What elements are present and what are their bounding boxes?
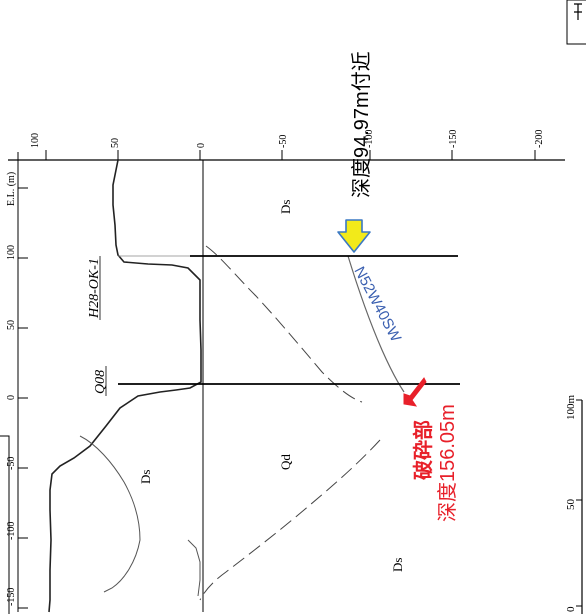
dashed-boundary-upper xyxy=(205,245,363,403)
left-tick-minus50: -50 xyxy=(6,457,17,470)
left-axis-ticks xyxy=(18,187,28,609)
scale-fifty: 50 xyxy=(565,499,577,511)
depth-near-label: 深度94.97m付近 xyxy=(350,51,373,198)
fault-trace xyxy=(347,255,405,393)
dashed-boundary-lower xyxy=(199,439,381,601)
ds-boundary-left xyxy=(79,435,141,593)
scale-bar-labels: 0 50 100m xyxy=(565,395,577,613)
depth-arrow-icon xyxy=(337,219,371,253)
left-legend-frame xyxy=(0,435,10,614)
unit-ds-left: Ds xyxy=(138,470,153,484)
top-tick-minus100: -100 xyxy=(364,130,375,148)
top-tick-minus50: -50 xyxy=(278,135,289,148)
top-axis-ticks xyxy=(45,150,536,160)
ground-surface-line xyxy=(48,159,202,613)
top-tick-50: 50 xyxy=(110,138,121,148)
top-tick-0: 0 xyxy=(196,143,207,148)
top-axis-labels: 100 50 0 -50 -100 -150 -200 xyxy=(30,130,545,148)
borehole-h28-label: H28-OK-1 xyxy=(87,258,102,319)
unit-ds-bottom: Ds xyxy=(390,558,405,572)
left-tick-100: 100 xyxy=(6,245,17,260)
unit-ds-top: Ds xyxy=(278,200,293,214)
ds-boundary-left-inner xyxy=(187,539,201,597)
fracture-arrow-icon xyxy=(403,377,427,407)
fracture-label: 破砕部 xyxy=(411,420,435,480)
left-tick-50: 50 xyxy=(6,320,17,330)
left-axis-labels: E.L. (m) 100 50 0 -50 -100 -150 xyxy=(6,172,17,606)
strike-dip-label: N52W40SW xyxy=(350,264,404,346)
right-legend-frame xyxy=(566,0,586,45)
scale-bar-ticks xyxy=(576,399,582,607)
left-tick-minus100: -100 xyxy=(6,522,17,540)
scale-zero: 0 xyxy=(565,606,577,612)
left-tick-0: 0 xyxy=(6,395,17,400)
unit-qd: Qd xyxy=(278,454,293,470)
top-tick-minus150: -150 xyxy=(448,130,459,148)
borehole-q08-label: Q08 xyxy=(93,370,108,394)
top-tick-minus200: -200 xyxy=(534,130,545,148)
top-tick-100: 100 xyxy=(30,133,41,148)
left-tick-minus150: -150 xyxy=(6,588,17,606)
left-axis-title: E.L. (m) xyxy=(6,172,17,206)
right-legend-mark xyxy=(574,3,582,20)
fracture-depth-label: 深度156.05m xyxy=(436,404,459,522)
scale-hundred: 100m xyxy=(565,395,577,421)
